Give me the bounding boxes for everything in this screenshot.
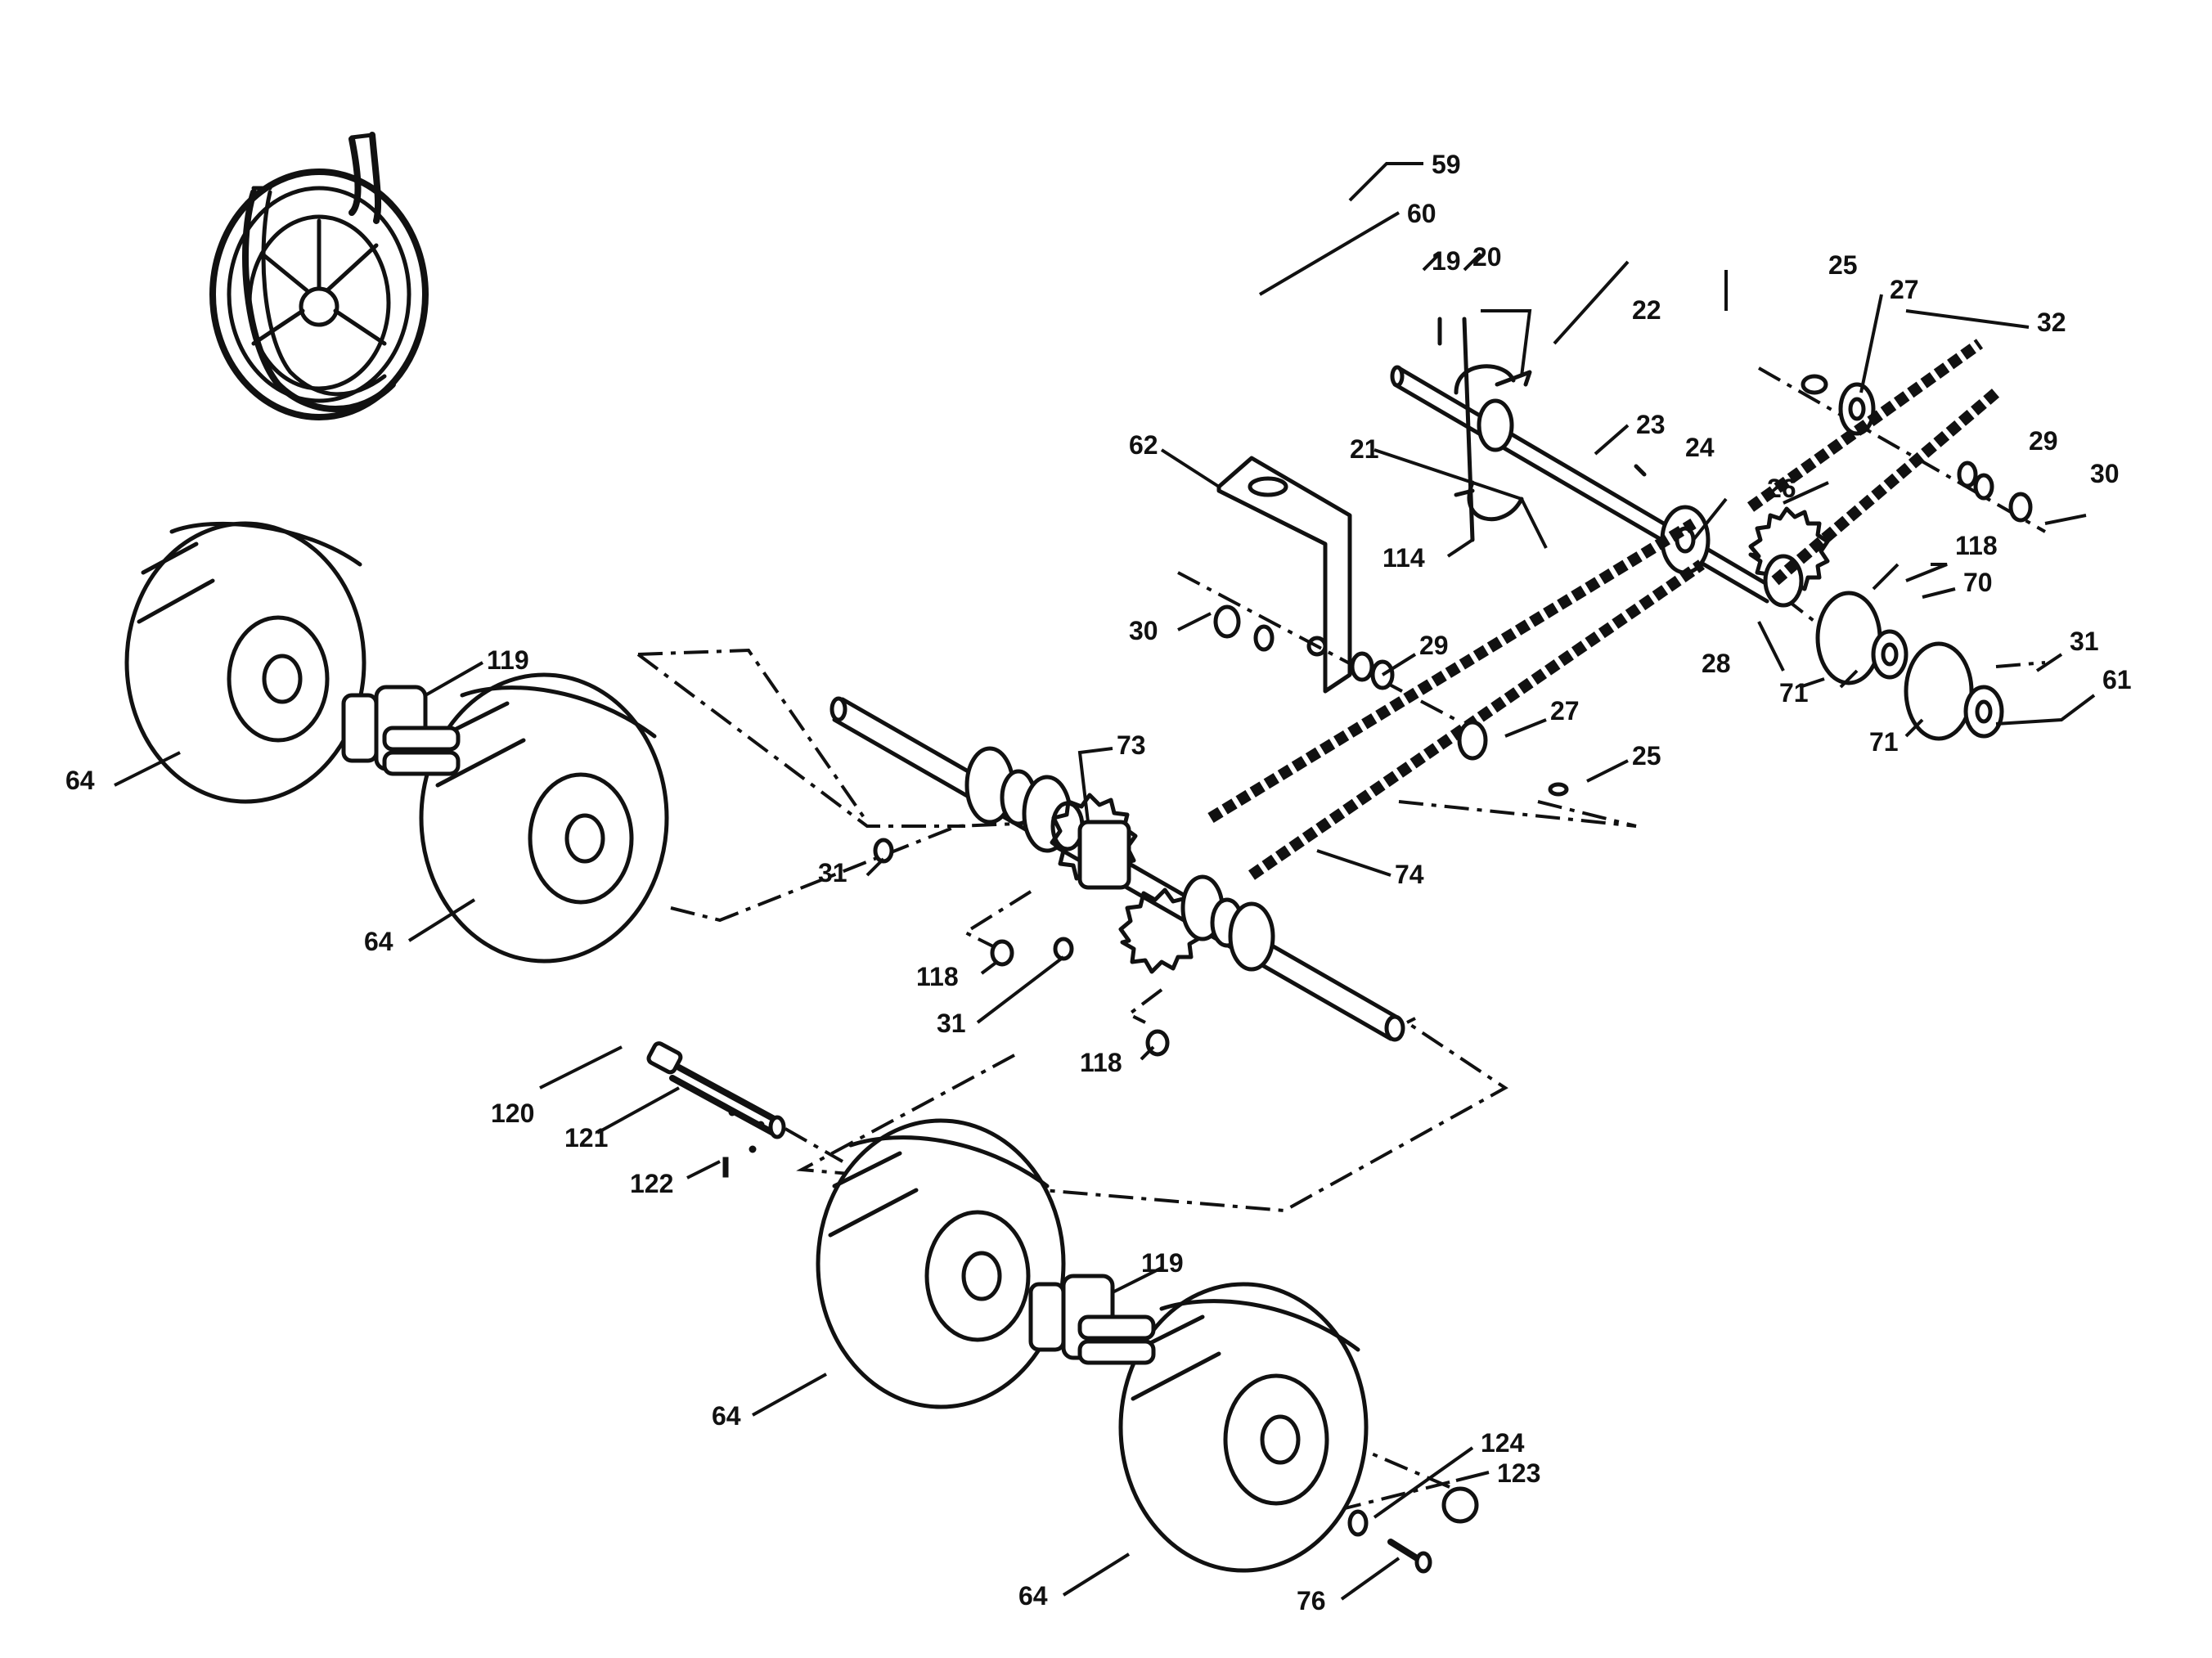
stub-axle-bolt [646,1041,786,1178]
wheel-coupler-upper [341,685,461,776]
callout-31a: 31 [2070,627,2099,656]
wheel-lower-right [1118,1282,1369,1573]
flange-bearing-set [1815,591,2004,741]
callout-64d: 64 [1018,1581,1048,1611]
motor-bracket [1216,456,1352,694]
callout-76: 76 [1297,1586,1326,1615]
small-hardware-lower [873,838,1170,1057]
callout-27b: 27 [1550,696,1580,726]
callout-74: 74 [1395,860,1424,889]
callout-60: 60 [1407,199,1436,228]
idler-sprocket-upper [1838,382,1876,436]
callout-121: 121 [564,1123,608,1153]
callout-23: 23 [1636,410,1666,439]
jackshaft [1390,365,1778,604]
wheel-upper-right [419,672,669,964]
callout-25b: 25 [1632,741,1661,771]
callout-30a: 30 [2090,459,2120,488]
bearing-clamp-upper [1454,317,1532,542]
callout-61: 61 [2102,665,2132,694]
callout-64b: 64 [364,927,393,956]
callout-32: 32 [2037,308,2066,337]
callout-71a: 71 [1779,678,1809,708]
callout-123: 123 [1497,1458,1540,1488]
wheel-upper-left [124,521,366,804]
callout-64c: 64 [712,1401,741,1431]
callout-118c: 118 [1080,1048,1122,1077]
callout-27a: 27 [1890,275,1919,304]
callout-71b: 71 [1869,727,1899,757]
drive-chains [1207,339,2000,880]
callout-73: 73 [1117,730,1146,760]
callout-25a: 25 [1828,250,1858,280]
callout-22: 22 [1632,295,1661,325]
leader-lines [114,162,2096,1601]
callout-114: 114 [1382,543,1425,573]
callout-119b: 119 [1141,1248,1184,1278]
callout-70: 70 [1963,568,1993,597]
small-hardware-upper [1213,317,2033,797]
callout-118b: 118 [916,962,959,991]
wheel-lower-left [816,1118,1066,1409]
callout-30b: 30 [1129,616,1158,645]
callout-28: 28 [1702,649,1731,678]
axle-hubs-and-sprocket [964,746,1275,974]
wheel-coupler-lower [1028,1274,1156,1365]
callout-31c: 31 [937,1009,966,1038]
callout-62: 62 [1129,430,1158,460]
callout-64a: 64 [65,766,95,795]
callout-59: 59 [1432,150,1461,179]
callouts: 59 60 19 20 22 25 27 32 62 23 24 21 29 3… [65,150,2132,1615]
callout-119a: 119 [487,645,529,675]
hub-cap-parts [1347,1486,1479,1574]
callout-124: 124 [1481,1428,1525,1458]
callout-19: 19 [1432,246,1461,276]
callout-31b: 31 [818,858,847,887]
callout-21: 21 [1350,434,1379,464]
pulley-sheave [209,168,429,420]
callout-122: 122 [630,1169,673,1198]
callout-118a: 118 [1955,531,1998,560]
callout-26: 26 [1767,474,1796,503]
callout-29a: 29 [2029,426,2058,456]
callout-20: 20 [1472,242,1502,272]
callout-29b: 29 [1419,631,1449,660]
callout-120: 120 [491,1099,534,1128]
callout-24: 24 [1685,433,1715,462]
